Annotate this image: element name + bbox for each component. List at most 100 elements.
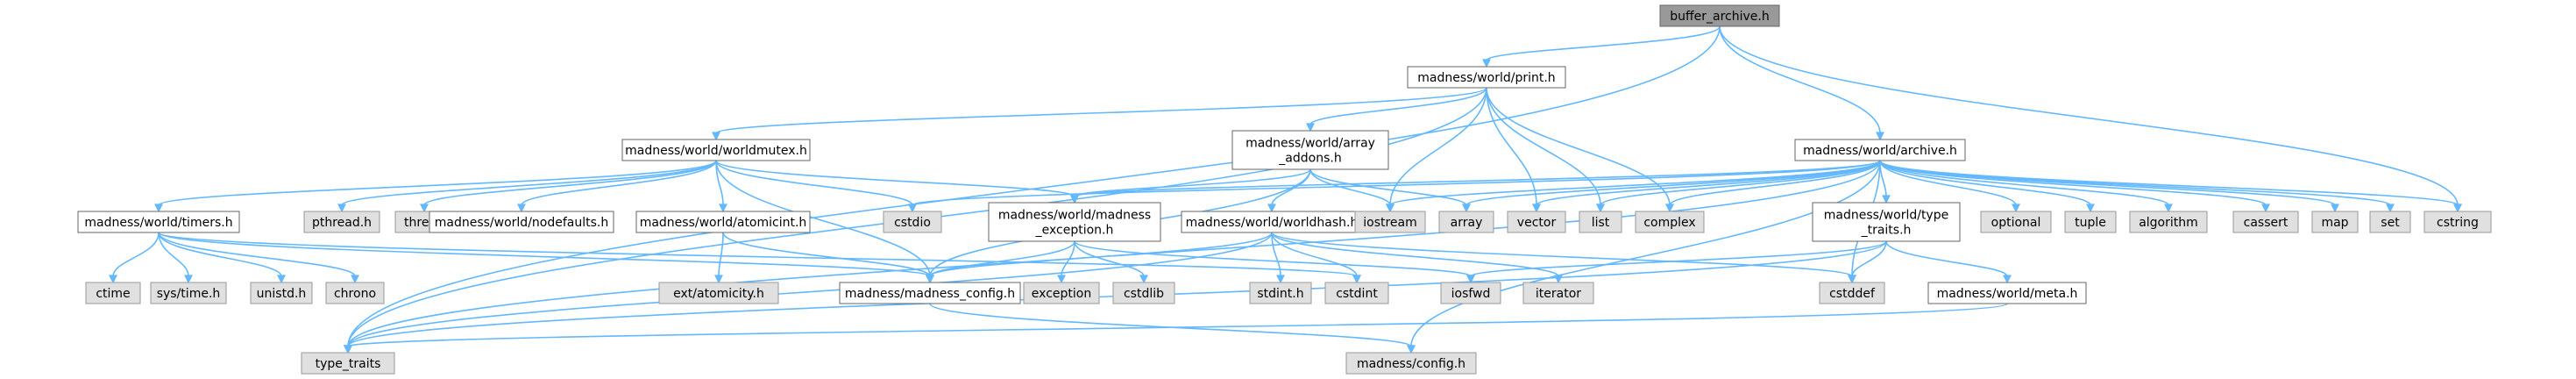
edge-worldhash-to-cstdint	[1271, 232, 1358, 277]
arrowhead-timers-to-chrono	[351, 275, 359, 284]
node-label: madness/world/atomicint.h	[640, 216, 807, 230]
node-box	[1579, 211, 1622, 233]
node-ctime: ctime	[85, 282, 141, 304]
edge-archive-to-cstdio	[912, 160, 1881, 206]
node-box	[325, 282, 385, 304]
node-box	[1023, 282, 1100, 304]
node-label: optional	[1991, 216, 2041, 230]
edge-archive-to-madness_exception	[1074, 160, 1881, 197]
edge-archive-to-algorithm	[1879, 160, 2169, 206]
node-label: iterator	[1536, 287, 1581, 301]
node-label: unistd.h	[257, 287, 307, 301]
node-cstring: cstring	[2423, 211, 2492, 233]
node-atomicint[interactable]: madness/world/atomicint.h	[635, 211, 811, 233]
node-box	[1249, 282, 1312, 304]
edge-madness_config-to-config	[929, 303, 1412, 347]
node-box	[1522, 282, 1594, 304]
node-label: sys/time.h	[157, 287, 221, 301]
node-box	[2064, 211, 2117, 233]
node-box	[658, 282, 779, 304]
edge-timers-to-systime	[158, 232, 189, 277]
arrowhead-archive-to-cstring	[2453, 204, 2462, 213]
node-box	[1112, 282, 1175, 304]
edge-type_traits_h-to-iosfwd	[1470, 240, 1887, 277]
node-label: madness/world/print.h	[1417, 71, 1555, 85]
edge-madness_exception-to-iosfwd	[1074, 240, 1472, 277]
node-box	[1819, 282, 1885, 304]
node-set: set	[2369, 211, 2411, 233]
arrowhead-worldmutex-to-nodefaults	[517, 204, 526, 213]
arrowhead-timers-to-systime	[184, 275, 193, 284]
node-box	[2311, 211, 2359, 233]
node-type_traits_h[interactable]: madness/world/type_traits.h	[1812, 202, 1961, 242]
arrowhead-archive-to-madness_exception	[1070, 195, 1079, 204]
edge-archive-to-iostream	[1389, 160, 1881, 206]
arrowhead-print-to-array_addons	[1306, 123, 1315, 132]
node-archive[interactable]: madness/world/archive.h	[1794, 139, 1966, 161]
node-buffer_archive[interactable]: buffer_archive.h	[1659, 4, 1780, 27]
node-label: complex	[1643, 216, 1695, 230]
node-label: madness/world/type	[1824, 209, 1948, 223]
edge-worldmutex-to-thread	[423, 160, 717, 206]
node-array: array	[1438, 211, 1494, 233]
node-label: cstring	[2437, 216, 2479, 230]
arrowhead-type_traits_h-to-cstddef	[1848, 275, 1856, 284]
node-array_addons[interactable]: madness/world/array_addons.h	[1231, 130, 1389, 170]
node-label: buffer_archive.h	[1670, 10, 1769, 24]
arrowhead-buffer_archive-to-archive	[1876, 132, 1884, 141]
edge-buffer_archive-to-print	[1486, 25, 1721, 61]
node-print[interactable]: madness/world/print.h	[1407, 66, 1566, 89]
node-label: madness/madness_config.h	[845, 287, 1015, 301]
edge-archive-to-array	[1465, 160, 1881, 206]
node-cstddef: cstddef	[1819, 282, 1885, 304]
node-box	[1812, 202, 1961, 242]
edge-archive-to-cstring	[1879, 160, 2459, 206]
node-label: madness/world/archive.h	[1803, 144, 1957, 158]
node-madness_config[interactable]: madness/madness_config.h	[839, 282, 1021, 304]
node-pthread: pthread.h	[303, 211, 380, 233]
arrowhead-type_traits_h-to-iosfwd	[1466, 275, 1475, 284]
node-iterator: iterator	[1522, 282, 1594, 304]
edge-madness_exception-to-exception	[1061, 240, 1075, 277]
node-label: cstdio	[894, 216, 931, 230]
edge-print-to-list	[1486, 87, 1601, 206]
edge-archive-to-vector	[1536, 160, 1881, 206]
node-cstdlib: cstdlib	[1112, 282, 1175, 304]
node-box	[839, 282, 1021, 304]
edge-archive-to-tuple	[1879, 160, 2091, 206]
arrowhead-archive-to-set	[2386, 204, 2395, 213]
edge-worldhash-to-iterator	[1271, 232, 1559, 277]
node-label: ext/atomicity.h	[673, 287, 764, 301]
node-box	[1231, 130, 1389, 170]
arrowhead-archive-to-complex	[1665, 204, 1674, 213]
node-box	[621, 139, 811, 161]
node-nodefaults[interactable]: madness/world/nodefaults.h	[429, 211, 614, 233]
node-box	[429, 211, 614, 233]
nodes-layer: buffer_archive.h madness/world/print.h mad…	[77, 4, 2492, 375]
node-optional: optional	[1980, 211, 2052, 233]
edge-print-to-worldmutex	[715, 87, 1487, 134]
arrowhead-madness_exception-to-exception	[1057, 275, 1066, 284]
node-box	[2369, 211, 2411, 233]
node-timers[interactable]: madness/world/timers.h	[77, 211, 240, 233]
node-worldhash[interactable]: madness/world/worldhash.h	[1181, 211, 1363, 233]
arrowhead-worldmutex-to-atomicint	[719, 204, 727, 213]
node-box	[1635, 211, 1705, 233]
arrowhead-buffer_archive-to-print	[1482, 59, 1491, 68]
node-box	[1438, 211, 1494, 233]
node-label: cassert	[2244, 216, 2289, 230]
node-label: _addons.h	[1278, 152, 1341, 166]
node-meta[interactable]: madness/world/meta.h	[1927, 282, 2087, 304]
node-label: cstdlib	[1124, 287, 1164, 301]
arrowhead-madness_config-to-config	[1407, 345, 1416, 354]
node-label: madness/config.h	[1357, 357, 1465, 371]
arrowhead-archive-to-array	[1462, 204, 1471, 213]
node-box	[1354, 211, 1426, 233]
node-madness_exception[interactable]: madness/world/madness_exception.h	[988, 202, 1161, 242]
node-box	[2232, 211, 2299, 233]
arrowhead-worldhash-to-cstdint	[1352, 275, 1361, 284]
node-box	[303, 211, 380, 233]
node-worldmutex[interactable]: madness/world/worldmutex.h	[621, 139, 811, 161]
node-box	[77, 211, 240, 233]
edge-archive-to-config	[1410, 160, 1881, 347]
